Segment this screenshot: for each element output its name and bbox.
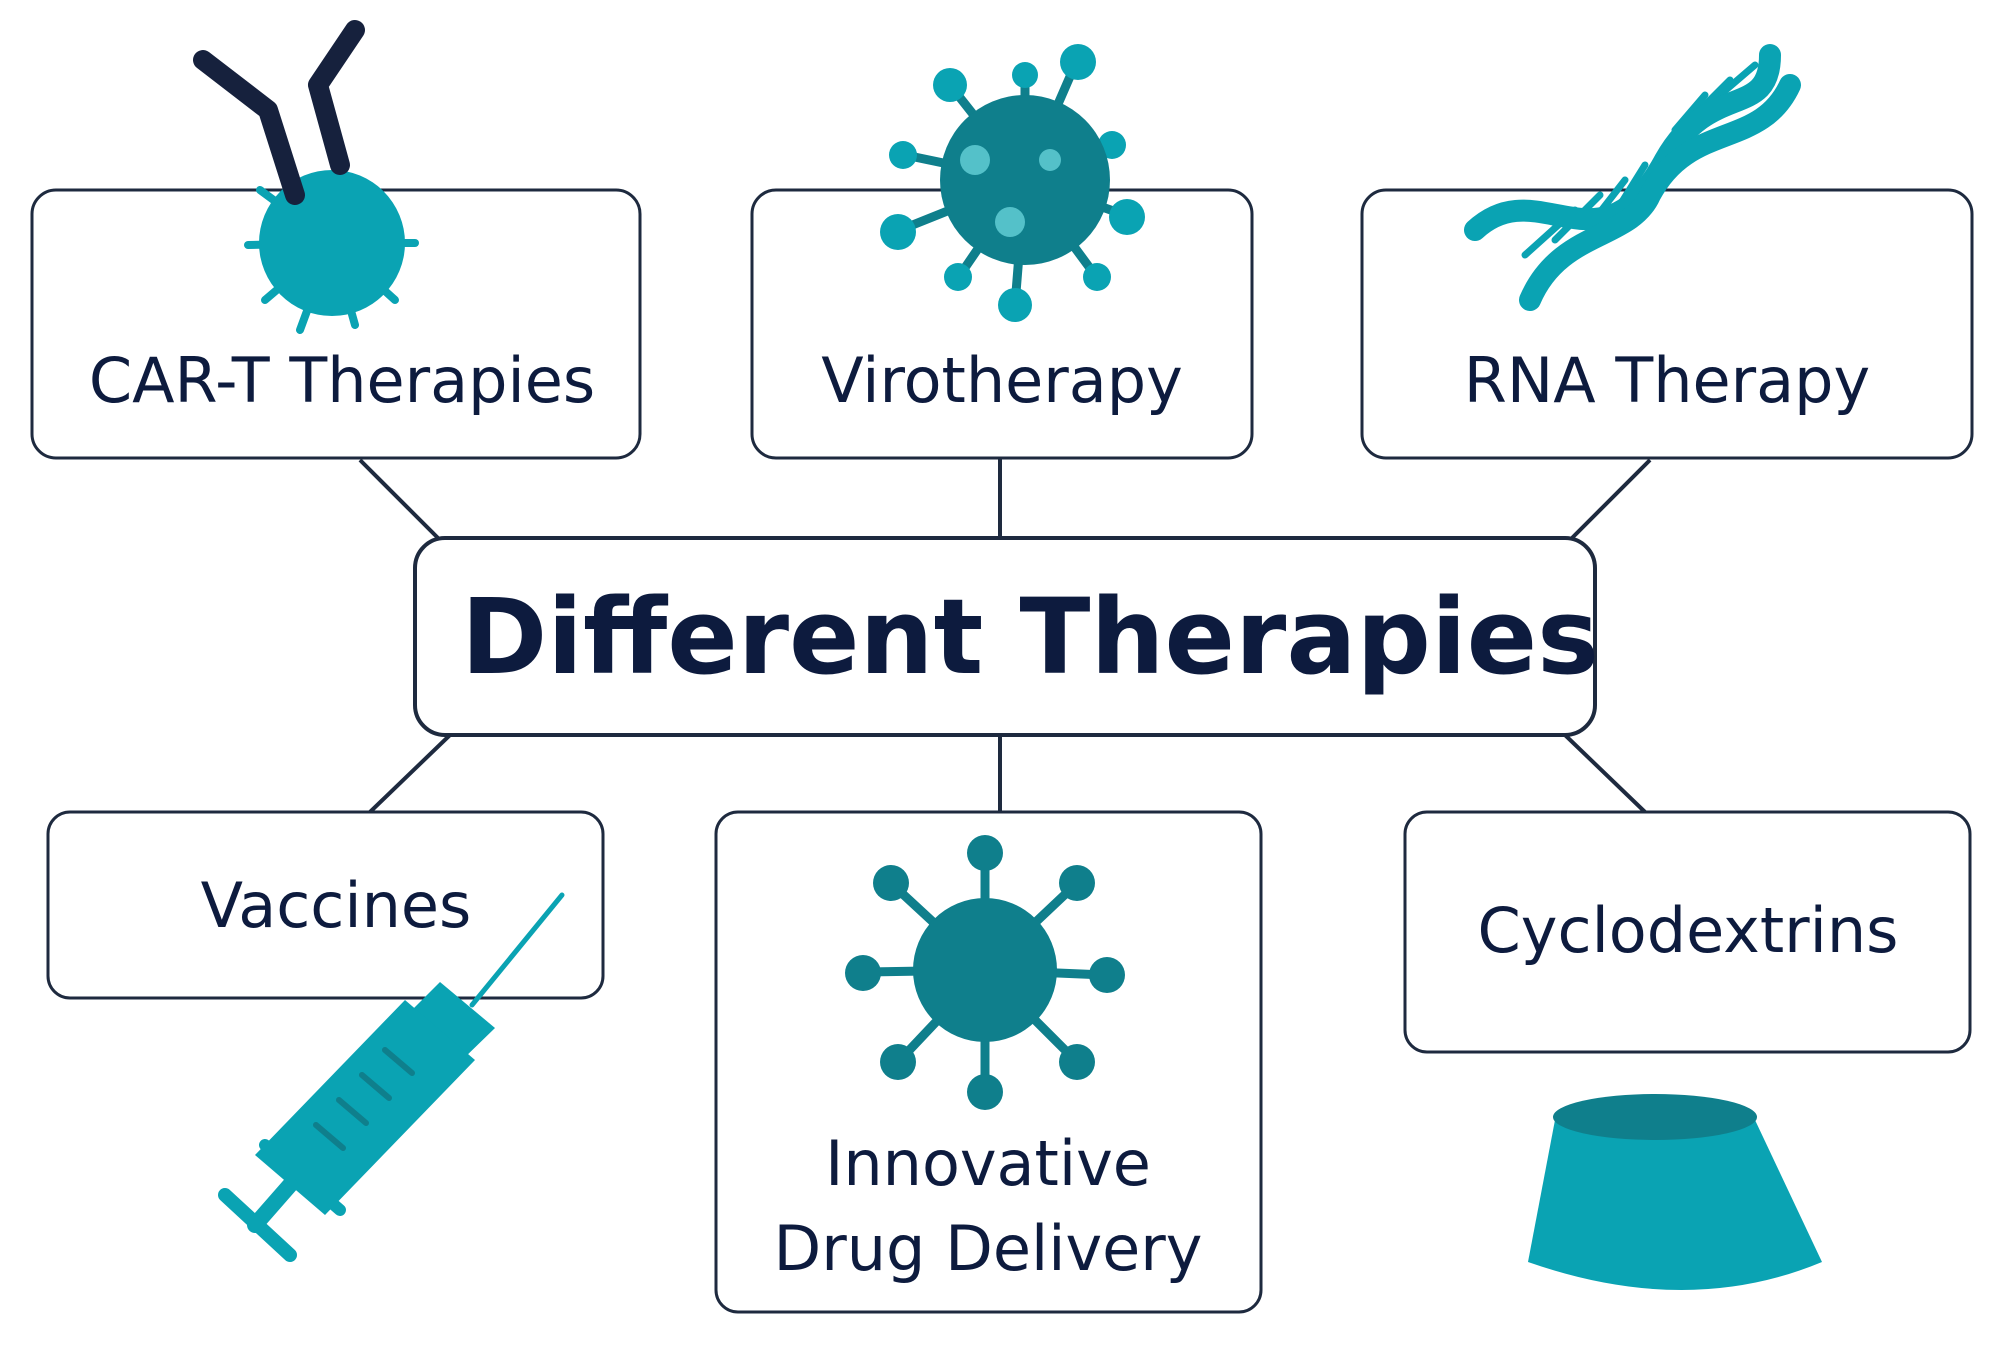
car-t-label: CAR-T Therapies <box>89 344 595 417</box>
cyclodextrins-box <box>1403 810 1972 1054</box>
rna-label: RNA Therapy <box>1464 344 1870 417</box>
center-box <box>413 536 1597 737</box>
drug-delivery-label-line2: Drug Delivery <box>774 1212 1203 1285</box>
connector-rna <box>1568 458 1652 542</box>
center-title: Different Therapies <box>461 576 1599 698</box>
rna-box <box>1360 188 1974 460</box>
nanoparticle-icon <box>845 835 1125 1110</box>
vaccines-label: Vaccines <box>201 869 472 942</box>
syringe-icon <box>218 892 565 1262</box>
virotherapy-label: Virotherapy <box>821 344 1183 417</box>
cyclodextrins-label: Cyclodextrins <box>1478 894 1899 967</box>
virus-icon <box>880 44 1145 322</box>
cyclodextrin-cone-icon <box>1528 1094 1822 1290</box>
connector-vaccines <box>368 733 452 814</box>
t-cell-with-antibody-icon <box>193 20 419 334</box>
dna-helix-icon <box>1464 44 1801 311</box>
connectors <box>358 458 1652 814</box>
connector-car-t <box>358 458 442 542</box>
drug-delivery-label-line1: Innovative <box>825 1127 1151 1200</box>
connector-cyclodextrins <box>1563 733 1647 814</box>
vaccines-box <box>46 810 605 1000</box>
